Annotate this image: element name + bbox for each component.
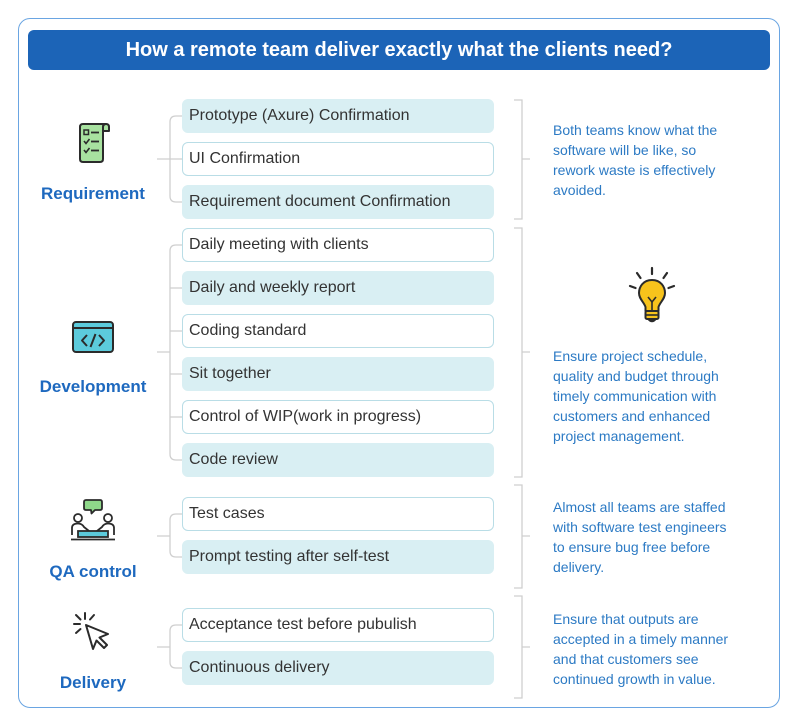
description-line: customers and enhanced [553, 408, 711, 424]
description-line: avoided. [553, 182, 606, 198]
checklist-icon [73, 121, 113, 170]
lightbulb-icon [628, 266, 676, 333]
list-item: Control of WIP(work in progress) [182, 400, 494, 434]
description-line: continued growth in value. [553, 671, 716, 687]
bracket-delivery [514, 595, 530, 699]
description-line: delivery. [553, 559, 605, 575]
description-line: and that customers see [553, 651, 699, 667]
section-label: QA control [49, 562, 137, 581]
list-item: Prototype (Axure) Confirmation [182, 99, 494, 133]
list-item: Test cases [182, 497, 494, 531]
section-description: Almost all teams are staffed with softwa… [553, 497, 727, 577]
section-label: Requirement [41, 184, 145, 203]
list-item: Prompt testing after self-test [182, 540, 494, 574]
description-line: Ensure that outputs are [553, 611, 699, 627]
code-window-icon [71, 320, 115, 359]
description-line: software will be like, so [553, 142, 697, 158]
list-item: Daily and weekly report [182, 271, 494, 305]
cursor-click-icon [72, 611, 114, 658]
section-description: Ensure that outputs are accepted in a ti… [553, 609, 728, 689]
list-item: Continuous delivery [182, 651, 494, 685]
team-discussion-icon [69, 498, 117, 547]
description-line: Almost all teams are staffed [553, 499, 726, 515]
description-line: with software test engineers [553, 519, 727, 535]
description-line: Ensure project schedule, [553, 348, 708, 364]
description-line: Both teams know what the [553, 122, 718, 138]
description-line: to ensure bug free before [553, 539, 711, 555]
section-label: Development [39, 377, 147, 396]
list-item: Code review [182, 443, 494, 477]
infographic-frame [18, 18, 780, 708]
list-item: Coding standard [182, 314, 494, 348]
description-line: project management. [553, 428, 685, 444]
bracket-development [514, 227, 530, 478]
list-item: Daily meeting with clients [182, 228, 494, 262]
list-item: Requirement document Confirmation [182, 185, 494, 219]
page-title: How a remote team deliver exactly what t… [28, 30, 770, 70]
list-item: Sit together [182, 357, 494, 391]
section-description: Ensure project schedule, quality and bud… [553, 346, 719, 446]
section-description: Both teams know what the software will b… [553, 120, 717, 200]
description-line: rework waste is effectively [553, 162, 716, 178]
description-line: quality and budget through [553, 368, 719, 384]
section-label: Delivery [59, 673, 127, 692]
connector-qa-control [157, 513, 182, 558]
description-line: timely communication with [553, 388, 717, 404]
connector-development [157, 244, 182, 461]
description-line: accepted in a timely manner [553, 631, 729, 647]
bracket-qa-control [514, 484, 530, 589]
list-item: UI Confirmation [182, 142, 494, 176]
bracket-requirement [514, 99, 530, 220]
connector-delivery [157, 624, 182, 669]
list-item: Acceptance test before pubulish [182, 608, 494, 642]
connector-requirement [157, 115, 182, 203]
